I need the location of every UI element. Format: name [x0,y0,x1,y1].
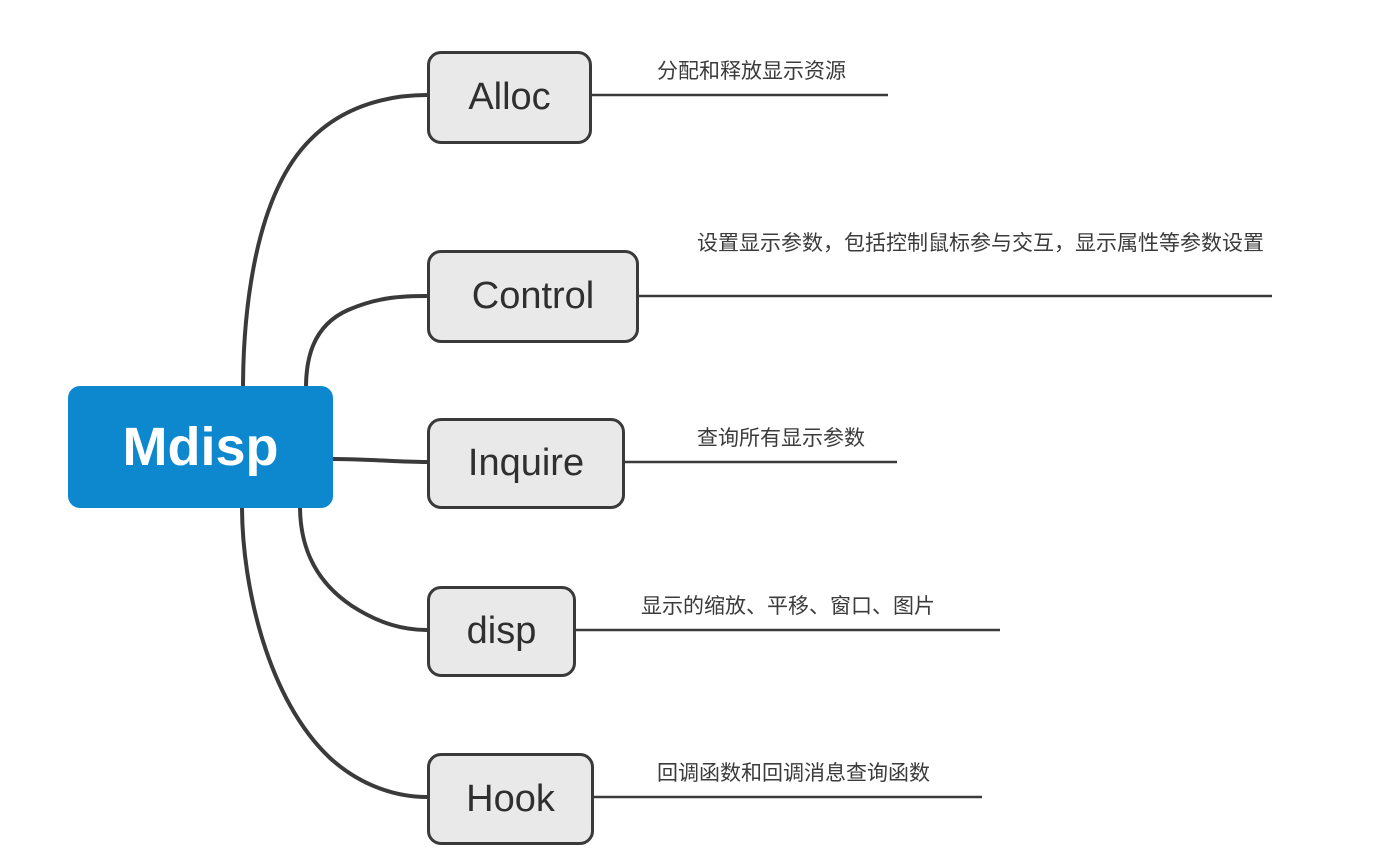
root-node-label: Mdisp [122,417,279,477]
branch-description-disp: 显示的缩放、平移、窗口、图片 [641,595,935,618]
root-node-mdisp[interactable]: Mdisp [68,386,333,508]
connector-curve [241,93,429,392]
connector-curve [298,504,429,632]
branch-description-control: 设置显示参数，包括控制鼠标参与交互，显示属性等参数设置 [697,232,1264,255]
branch-node-alloc[interactable]: Alloc [427,51,592,144]
connector-curve [240,504,429,799]
branch-node-label: Alloc [468,76,551,118]
branch-node-inquire[interactable]: Inquire [427,418,625,509]
branch-node-label: Control [471,275,595,317]
branch-node-control[interactable]: Control [427,250,639,343]
connector-curve [304,294,429,390]
connector-curve [331,457,429,464]
branch-node-label: Inquire [467,442,585,484]
branch-node-label: Hook [466,777,555,820]
branch-description-hook: 回调函数和回调消息查询函数 [657,762,930,785]
branch-description-inquire: 查询所有显示参数 [697,427,865,450]
branch-node-hook[interactable]: Hook [427,753,594,845]
branch-description-alloc: 分配和释放显示资源 [657,60,846,83]
branch-node-disp[interactable]: disp [427,586,576,677]
branch-node-label: disp [466,610,537,652]
